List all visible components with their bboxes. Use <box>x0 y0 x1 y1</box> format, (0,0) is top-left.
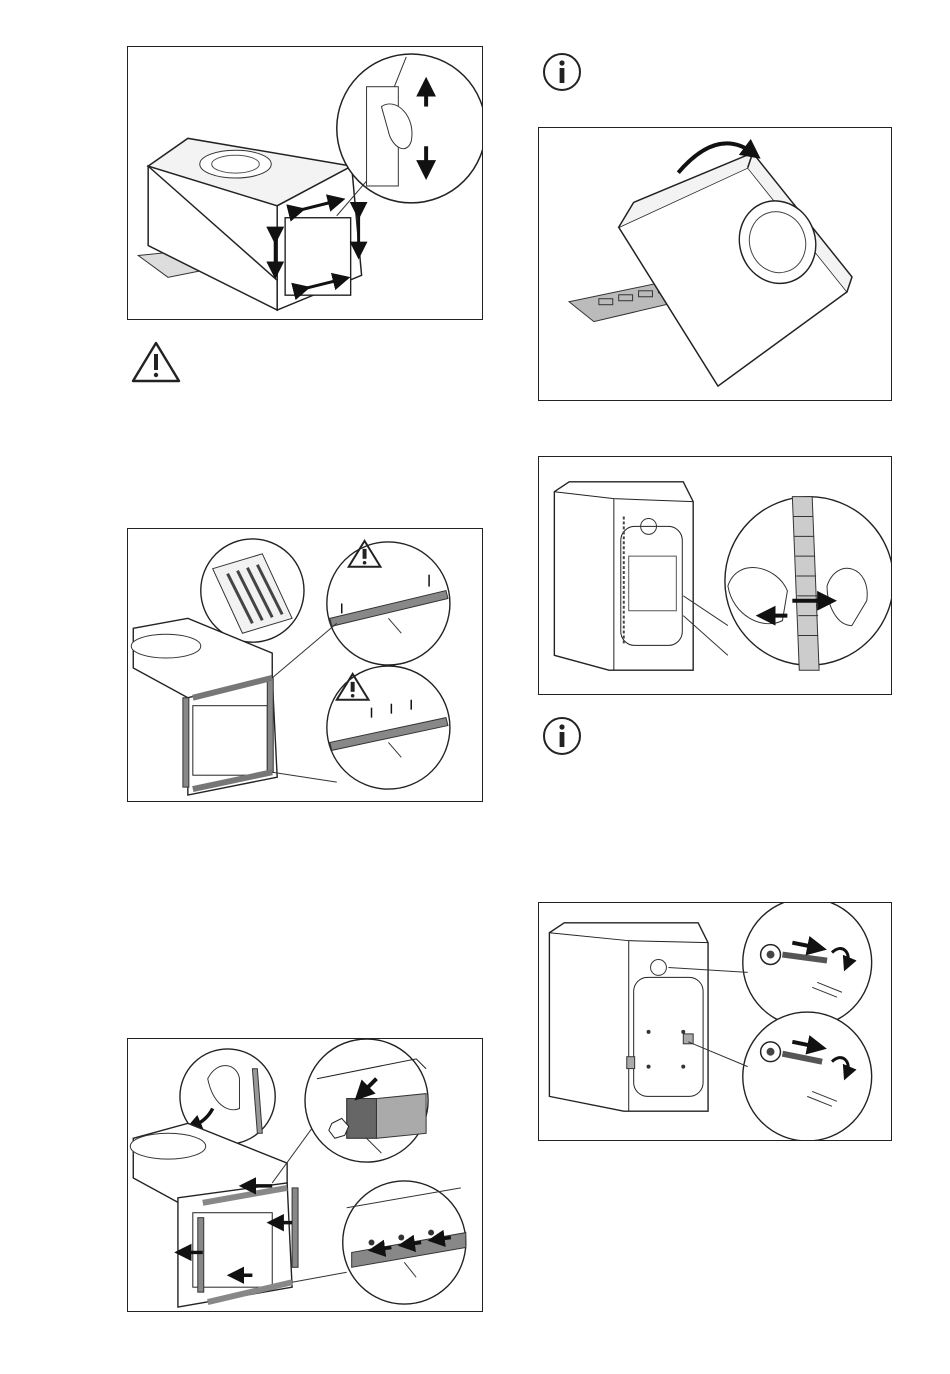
remove-hose-clamp-figure <box>538 456 892 695</box>
install-foam-strips-figure <box>127 528 483 802</box>
clean-door-seal-figure <box>127 46 483 320</box>
warning-icon <box>130 340 182 384</box>
remove-transport-bolts-figure <box>538 902 892 1141</box>
info-icon <box>542 52 582 92</box>
info-icon <box>542 716 582 756</box>
tilt-machine-figure <box>538 127 892 401</box>
fit-edge-strips-figure <box>127 1038 483 1312</box>
